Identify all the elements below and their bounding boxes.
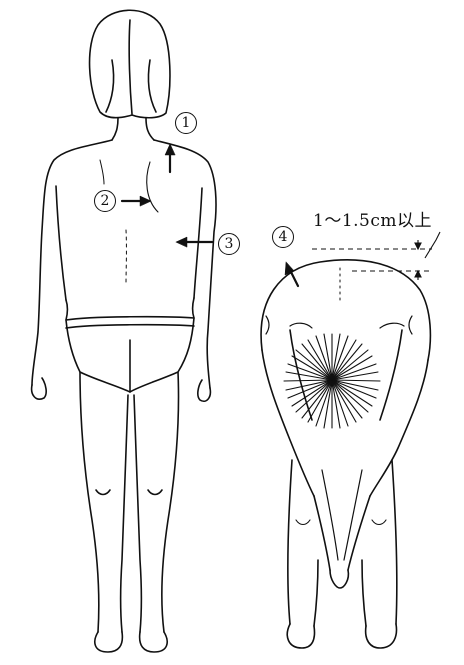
arrow-4-up-left bbox=[285, 262, 298, 286]
arrow-2-right bbox=[122, 196, 151, 206]
arrow-1-up bbox=[165, 144, 175, 172]
standing-figure-back-view bbox=[32, 10, 216, 652]
marker-2: 2 bbox=[94, 190, 116, 212]
bent-head-hair bbox=[284, 334, 380, 428]
measurement-label: 1～1.5cm以上 bbox=[313, 206, 432, 231]
marker-1: 1 bbox=[175, 112, 197, 134]
marker-4: 4 bbox=[272, 226, 294, 248]
bending-figure-front-view bbox=[261, 260, 430, 648]
bent-back-outline bbox=[261, 260, 430, 360]
shoulder-blade-line bbox=[147, 162, 158, 212]
arrow-3-left bbox=[176, 237, 212, 247]
height-difference-indicator bbox=[312, 232, 440, 280]
figure-torso bbox=[32, 140, 112, 385]
marker-3: 3 bbox=[218, 233, 240, 255]
figure-legs bbox=[80, 372, 99, 632]
